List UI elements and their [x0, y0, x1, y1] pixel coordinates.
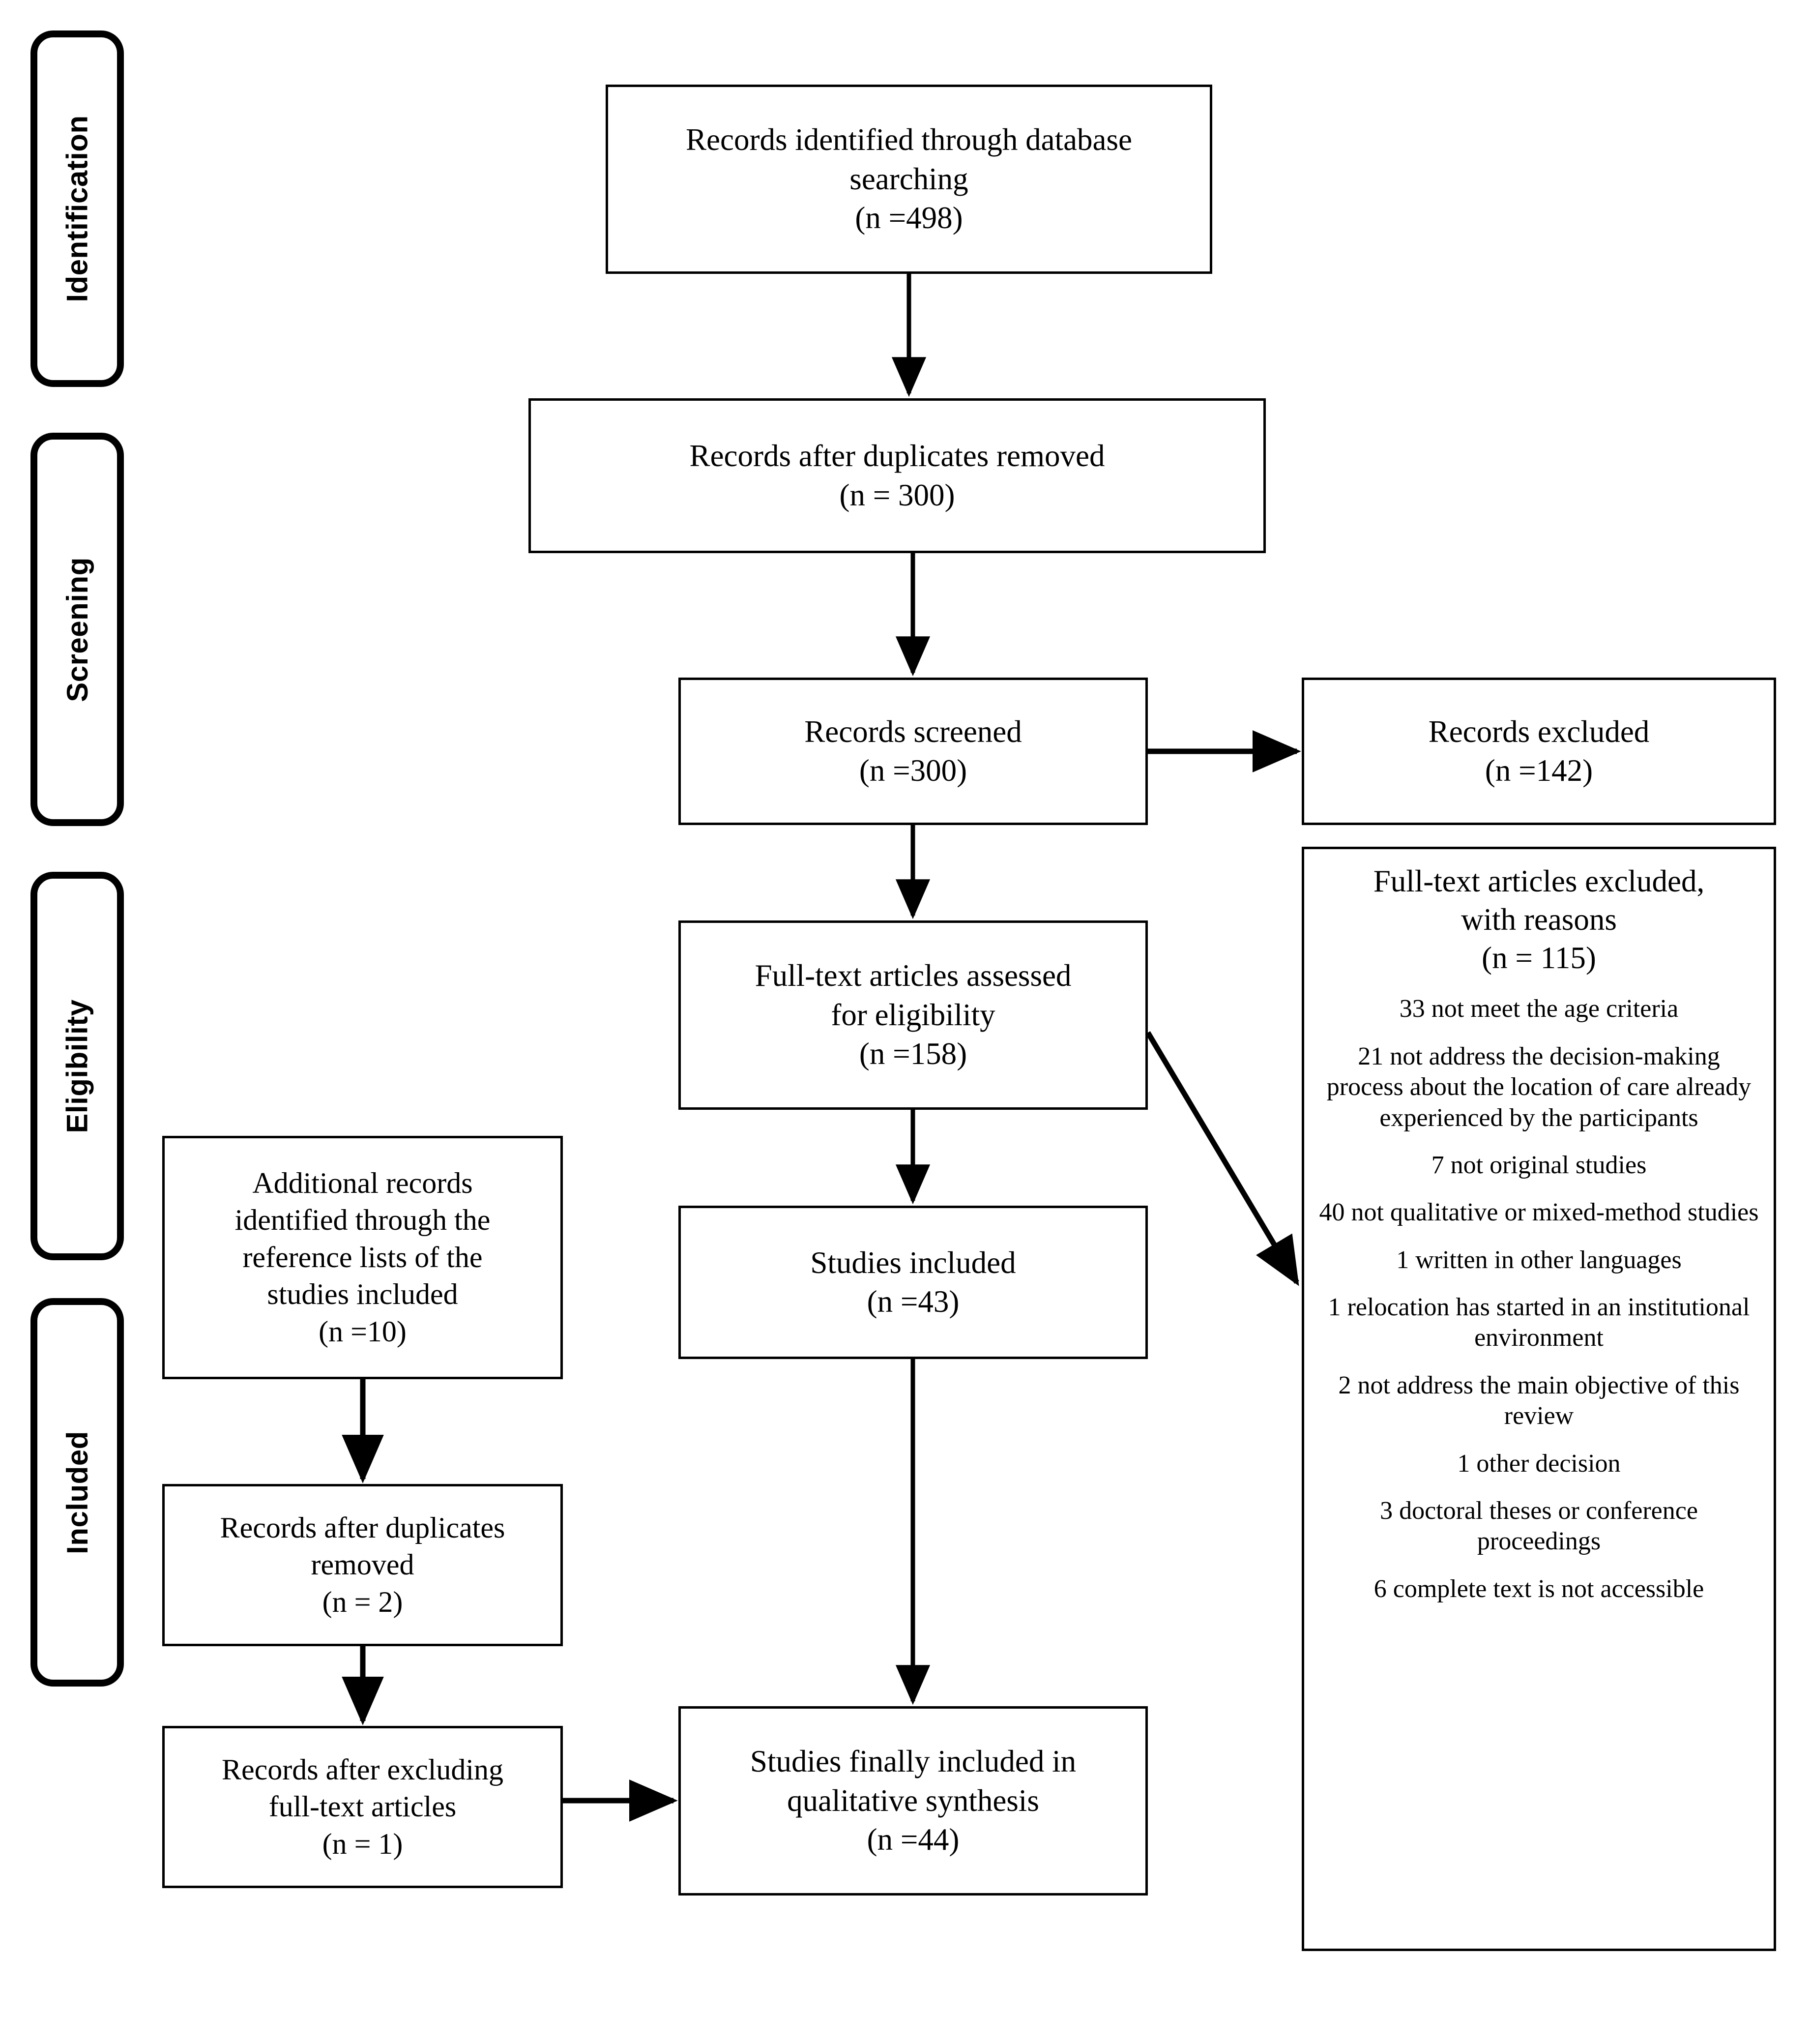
box-studies-included: Studies included (n =43): [678, 1206, 1148, 1359]
stage-label-eligibility: Eligibility: [60, 999, 94, 1133]
box-studies-included-line1: Studies included: [810, 1245, 1016, 1280]
fulltext-excluded-count: (n = 115): [1482, 941, 1596, 976]
exclusion-reason-item: 7 not original studies: [1431, 1151, 1647, 1179]
box-final-included-count: (n =44): [867, 1822, 960, 1857]
exclusion-reason-item: 6 complete text is not accessible: [1373, 1574, 1704, 1603]
box-records-identified-line1: Records identified through database: [686, 122, 1132, 157]
box-records-identified: Records identified through database sear…: [606, 85, 1212, 274]
stage-label-included: Included: [60, 1430, 94, 1554]
exclusion-reason-item: 2 not address the main objective of this…: [1338, 1371, 1740, 1430]
box-records-after-duplicates-removed: Records after duplicates removed (n = 30…: [528, 398, 1266, 553]
box-records-screened-count: (n =300): [859, 753, 967, 788]
stage-pill-eligibility: Eligibility: [30, 872, 124, 1260]
stage-pill-identification: Identification: [30, 30, 124, 387]
box-additional-records-count: (n =10): [319, 1315, 407, 1348]
box-records-identified-count: (n =498): [855, 201, 963, 236]
box-fulltext-assessed: Full-text articles assessed for eligibil…: [678, 920, 1148, 1110]
exclusion-reason-item: 1 relocation has started in an instituti…: [1328, 1293, 1750, 1352]
box-records-excluded: Records excluded (n =142): [1302, 678, 1776, 825]
stage-label-identification: Identification: [60, 115, 94, 302]
box-fulltext-assessed-line2: for eligibility: [831, 997, 995, 1032]
exclusion-reason-item: 1 other decision: [1457, 1449, 1621, 1478]
box-records-after-excluding-fulltext-line1: Records after excluding: [221, 1753, 504, 1786]
exclusion-reason-item: 33 not meet the age criteria: [1399, 995, 1679, 1023]
exclusion-reason-item: 40 not qualitative or mixed-method studi…: [1319, 1198, 1759, 1227]
box-records-screened-line1: Records screened: [804, 714, 1022, 749]
fulltext-excluded-heading-line1: Full-text articles excluded,: [1373, 864, 1705, 898]
stage-pill-screening: Screening: [30, 433, 124, 826]
box-records-after-duplicates-removed-line1: Records after duplicates removed: [689, 439, 1105, 474]
box-additional-records: Additional records identified through th…: [162, 1136, 563, 1379]
box-records-excluded-line1: Records excluded: [1428, 714, 1650, 749]
box-records-identified-line2: searching: [849, 161, 968, 196]
box-records-excluded-count: (n =142): [1485, 753, 1593, 788]
box-additional-duplicates-removed-line1: Records after duplicates: [220, 1511, 505, 1544]
box-additional-records-line2: identified through the: [234, 1204, 491, 1237]
stage-pill-included: Included: [30, 1298, 124, 1687]
stage-label-screening: Screening: [60, 557, 94, 702]
box-records-after-excluding-fulltext-line2: full-text articles: [268, 1790, 457, 1823]
box-additional-duplicates-removed-line2: removed: [311, 1548, 414, 1581]
box-studies-included-count: (n =43): [867, 1284, 960, 1319]
box-additional-records-line1: Additional records: [252, 1166, 473, 1199]
box-additional-records-line4: studies included: [267, 1278, 458, 1311]
fulltext-excluded-heading: Full-text articles excluded, with reason…: [1317, 862, 1761, 977]
box-fulltext-assessed-count: (n =158): [859, 1037, 967, 1071]
fulltext-excluded-heading-line2: with reasons: [1461, 902, 1617, 937]
box-final-included-line2: qualitative synthesis: [787, 1783, 1039, 1818]
box-additional-records-line3: reference lists of the: [242, 1241, 483, 1274]
box-records-after-excluding-fulltext-count: (n = 1): [322, 1827, 403, 1860]
box-additional-duplicates-removed-count: (n = 2): [322, 1585, 403, 1618]
box-final-included-line1: Studies finally included in: [750, 1744, 1077, 1779]
exclusion-reason-item: 21 not address the decision-making proce…: [1326, 1042, 1752, 1132]
box-records-screened: Records screened (n =300): [678, 678, 1148, 825]
box-fulltext-excluded-with-reasons: Full-text articles excluded, with reason…: [1302, 847, 1776, 1951]
box-records-after-excluding-fulltext: Records after excluding full-text articl…: [162, 1726, 563, 1888]
box-additional-duplicates-removed: Records after duplicates removed (n = 2): [162, 1484, 563, 1646]
box-fulltext-assessed-line1: Full-text articles assessed: [755, 958, 1072, 993]
arrow-fulltext-to-excluded-reasons: [1145, 1031, 1299, 1286]
box-records-after-duplicates-removed-count: (n = 300): [839, 477, 955, 512]
box-final-included: Studies finally included in qualitative …: [678, 1706, 1148, 1896]
exclusion-reason-item: 1 written in other languages: [1396, 1245, 1682, 1274]
exclusion-reason-item: 3 doctoral theses or conference proceedi…: [1380, 1497, 1698, 1556]
